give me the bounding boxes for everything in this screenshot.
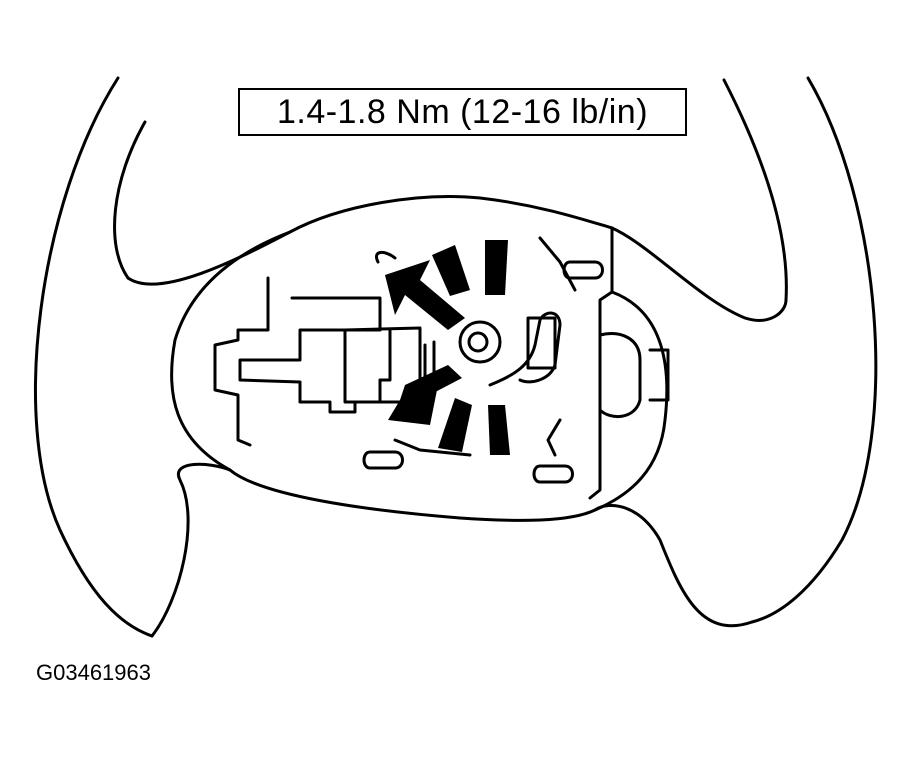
- torque-arrow-lower: [388, 365, 462, 425]
- upper-clip: [562, 260, 604, 280]
- detail-line-3: [546, 418, 562, 457]
- hub-outline: [170, 226, 669, 522]
- center-bolt-inner: [467, 331, 489, 353]
- marker-wedge-3: [438, 398, 472, 452]
- lower-right-spoke: [593, 503, 754, 628]
- detail-line-1: [375, 251, 397, 264]
- wheel-rim-right-outer: [750, 76, 878, 624]
- wheel-rim-right-inner: [722, 78, 788, 302]
- lower-left-clip: [362, 450, 404, 470]
- torque-spec-label: 1.4-1.8 Nm (12-16 lb/in): [238, 88, 687, 136]
- wheel-rim-left-inner: [113, 120, 147, 280]
- detail-line-2: [538, 236, 577, 292]
- detail-line-4: [393, 438, 472, 457]
- marker-wedge-1: [432, 245, 470, 296]
- torque-arrow-upper: [385, 260, 465, 330]
- figure-id: G03461963: [36, 660, 151, 685]
- wheel-rim-left-outer: [34, 76, 154, 638]
- lower-right-clip: [532, 464, 574, 484]
- upper-right-spoke: [610, 226, 788, 322]
- wire-harness-clip: [526, 316, 557, 370]
- torque-spec-text: 1.4-1.8 Nm (12-16 lb/in): [276, 92, 649, 131]
- wire-harness: [488, 311, 562, 387]
- marker-wedge-4: [488, 405, 510, 455]
- hub-inner-frame: [213, 276, 270, 447]
- center-bolt-outer: [458, 320, 502, 364]
- upper-left-spoke: [126, 195, 614, 286]
- marker-wedge-2: [485, 240, 508, 295]
- hub-inner-frame-right: [588, 290, 614, 500]
- right-connector: [598, 332, 670, 419]
- lower-left-spoke: [150, 462, 232, 638]
- left-connector: [238, 296, 392, 414]
